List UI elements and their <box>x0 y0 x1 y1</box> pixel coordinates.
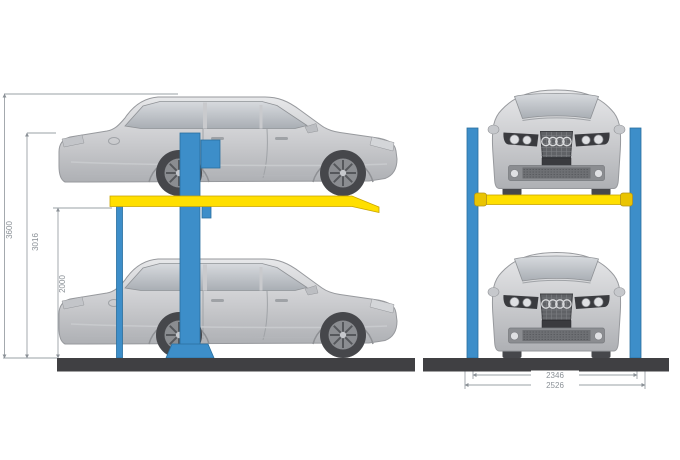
dim-label-bg <box>531 370 579 380</box>
front-right-post <box>629 127 642 359</box>
lower-car-side <box>59 259 397 358</box>
lift-platform-side <box>109 195 380 213</box>
lift-main-post <box>179 132 201 359</box>
crossbeam-cap-right <box>620 192 633 207</box>
dim-label-post-height: 3016 <box>31 233 40 251</box>
lift-safety-tab <box>201 205 212 219</box>
dim-label-overall-height: 3600 <box>5 221 14 239</box>
dimension-annotations: 3600 3016 2000 2346 2526 <box>2 93 646 390</box>
upper-car-side <box>59 97 397 196</box>
upper-car-front <box>487 89 626 197</box>
lift-post-base <box>165 343 215 359</box>
lift-crossbeam <box>476 194 632 205</box>
side-view <box>57 97 415 372</box>
lower-car-front <box>487 251 626 359</box>
lift-front-leg <box>116 205 123 359</box>
dim-label-outer-width: 2526 <box>546 381 564 390</box>
lift-carriage <box>200 139 221 169</box>
dim-label-clearance: 2000 <box>58 275 67 293</box>
front-view <box>423 89 669 372</box>
crossbeam-cap-left <box>474 192 487 207</box>
ground-left <box>57 358 415 372</box>
dim-label-bg <box>531 380 579 390</box>
dim-label-inner-width: 2346 <box>546 371 564 380</box>
ground-right <box>423 358 669 372</box>
front-left-post <box>466 127 479 359</box>
